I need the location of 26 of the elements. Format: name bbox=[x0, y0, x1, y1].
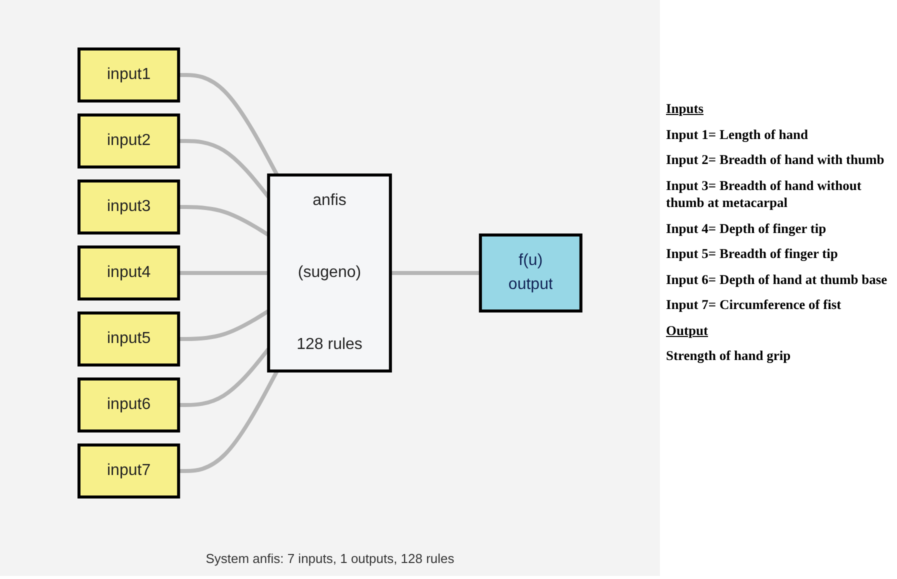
node-box: input1 bbox=[78, 47, 180, 102]
connector bbox=[178, 370, 279, 472]
note-text: Input 3= Breadth of hand without thumb at metacarpal bbox=[666, 176, 862, 212]
section-heading: Inputs bbox=[666, 100, 705, 118]
node-box: input6 bbox=[78, 377, 180, 432]
note-text: Input 5= Breadth of finger tip bbox=[666, 245, 839, 263]
note-text: Input 7= Circumference of fist bbox=[666, 296, 842, 314]
note-text: Input 4= Depth of finger tip bbox=[666, 220, 828, 238]
connector bbox=[390, 270, 480, 274]
node-box: input2 bbox=[78, 113, 180, 168]
note-text: Strength of hand grip bbox=[666, 347, 792, 366]
node-box: anfis (sugeno) 128 rules bbox=[267, 173, 392, 372]
note-text: Input 6= Depth of hand at thumb base bbox=[666, 270, 888, 288]
connector bbox=[178, 204, 270, 236]
node-box: input4 bbox=[78, 245, 180, 300]
connector bbox=[178, 72, 279, 176]
node-box: input5 bbox=[78, 311, 180, 366]
caption: System anfis: 7 inputs, 1 outputs, 128 rules bbox=[0, 545, 660, 576]
section-heading: Output bbox=[666, 322, 710, 340]
note-text: Input 1= Length of hand bbox=[666, 126, 809, 144]
node-box: f(u) output bbox=[478, 233, 582, 312]
note-text: Input 2= Breadth of hand with thumb bbox=[666, 151, 886, 169]
node-box: input7 bbox=[78, 443, 180, 498]
connector bbox=[178, 308, 270, 340]
connector bbox=[178, 270, 269, 274]
node-box: input3 bbox=[78, 179, 180, 234]
